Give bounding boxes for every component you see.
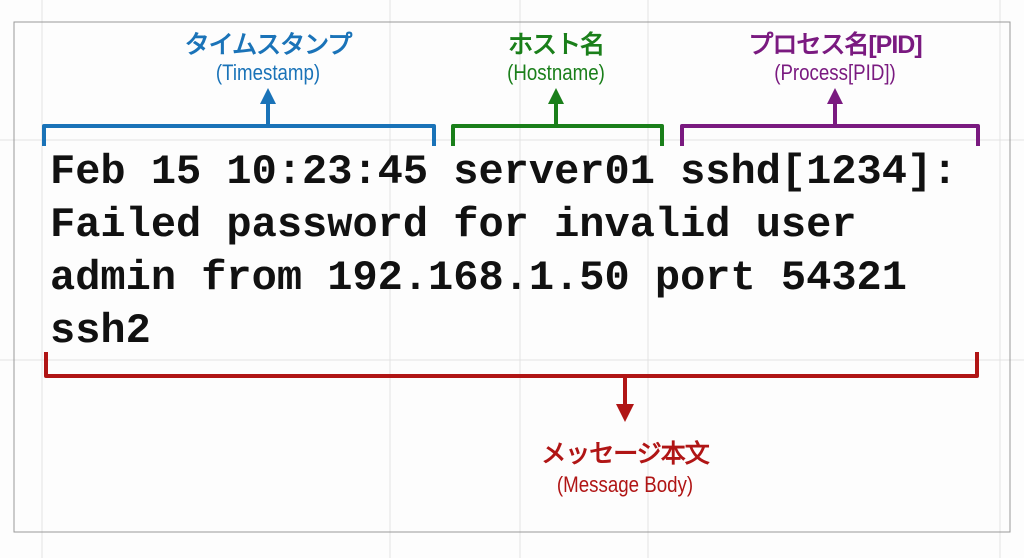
hostname-arrow-icon bbox=[548, 88, 564, 104]
log-line: ssh2 bbox=[50, 307, 151, 355]
hostname-label-en: (Hostname) bbox=[507, 60, 605, 85]
hostname-label-jp: ホスト名 bbox=[507, 31, 605, 59]
message-label-en: (Message Body) bbox=[556, 472, 694, 497]
process-arrow-icon bbox=[827, 88, 843, 104]
log-line: admin from 192.168.1.50 port 54321 bbox=[50, 254, 907, 302]
log-line: Failed password for invalid user bbox=[50, 201, 857, 249]
process-label-en: (Process[PID]) bbox=[774, 60, 896, 85]
log-entry: Feb 15 10:23:45 server01 sshd[1234]: Fai… bbox=[50, 146, 957, 358]
timestamp-arrow-icon bbox=[260, 88, 276, 104]
frame bbox=[13, 21, 1011, 533]
log-line: Feb 15 10:23:45 server01 sshd[1234]: bbox=[50, 148, 958, 196]
process-bracket bbox=[680, 100, 980, 146]
hostname-bracket bbox=[451, 100, 664, 146]
message-bracket bbox=[44, 352, 979, 408]
timestamp-label-jp: タイムスタンプ bbox=[184, 31, 353, 59]
timestamp-label-en: (Timestamp) bbox=[215, 60, 321, 85]
message-label-jp: メッセージ本文 bbox=[541, 440, 710, 468]
message-arrow-icon bbox=[616, 404, 634, 422]
process-label-jp: プロセス名[PID] bbox=[748, 31, 922, 59]
timestamp-bracket bbox=[42, 100, 436, 146]
